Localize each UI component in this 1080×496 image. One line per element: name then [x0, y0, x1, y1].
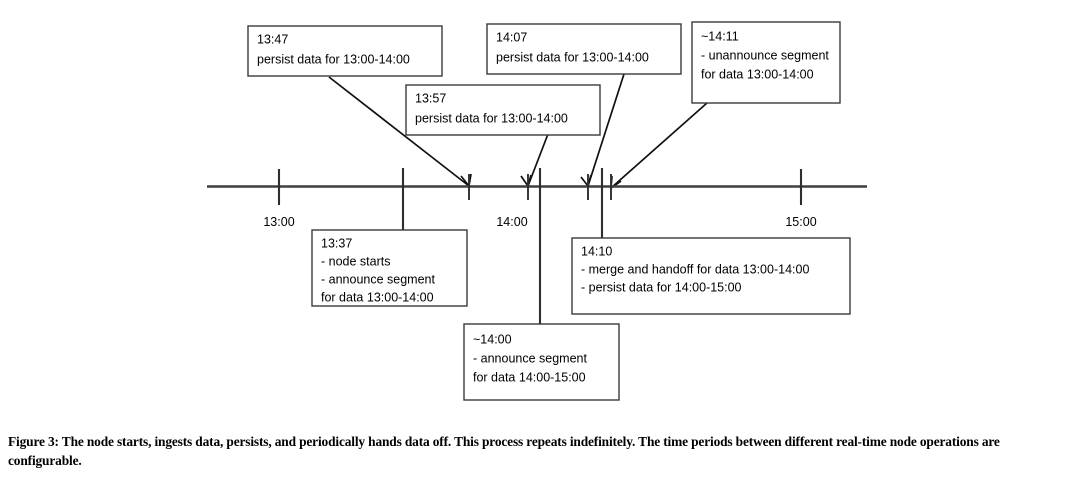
event-box-14-07-line-1: persist data for 13:00-14:00	[496, 50, 649, 64]
event-box-13-47-line-0: 13:47	[257, 32, 288, 46]
event-box-13-47-line-1: persist data for 13:00-14:00	[257, 52, 410, 66]
event-box-13-47[interactable]: 13:47 persist data for 13:00-14:00	[247, 25, 443, 77]
event-box-13-57-line-0: 13:57	[415, 91, 446, 105]
event-box-14-10-line-0: 14:10	[581, 244, 612, 258]
leader-14-11	[610, 102, 708, 189]
event-box-13-57[interactable]: 13:57 persist data for 13:00-14:00	[405, 84, 601, 136]
axis-label-15-00: 15:00	[785, 215, 816, 229]
arrowhead-14-07	[580, 174, 592, 187]
event-box-13-47-frame	[247, 25, 443, 77]
event-box-13-57-line-1: persist data for 13:00-14:00	[415, 111, 568, 125]
event-box-13-37[interactable]: 13:37 - node starts - announce segment f…	[311, 229, 468, 307]
event-box-14-11-line-0: ~14:11	[701, 29, 739, 43]
event-box-14-11-frame	[691, 21, 841, 104]
event-box-14-10-line-1: - merge and handoff for data 13:00-14:00	[581, 262, 809, 276]
leader-13-57	[527, 133, 549, 187]
event-box-14-00[interactable]: ~14:00 - announce segment for data 14:00…	[463, 323, 620, 401]
event-box-14-07-frame	[486, 23, 682, 75]
timeline-ticks	[277, 168, 803, 324]
event-box-13-37-frame	[311, 229, 468, 307]
leader-13-47	[328, 76, 470, 187]
axis-label-13-00: 13:00	[263, 215, 294, 229]
event-box-14-10[interactable]: 14:10 - merge and handoff for data 13:00…	[571, 237, 851, 315]
event-box-14-00-line-1: - announce segment	[473, 351, 587, 365]
event-box-14-00-frame	[463, 323, 620, 401]
event-box-13-37-line-0: 13:37	[321, 236, 352, 250]
event-box-14-00-line-0: ~14:00	[473, 332, 512, 346]
event-box-14-07[interactable]: 14:07 persist data for 13:00-14:00	[486, 23, 682, 75]
axis-label-14-00: 14:00	[496, 215, 527, 229]
event-box-14-07-line-0: 14:07	[496, 30, 527, 44]
leader-14-07	[587, 73, 625, 187]
event-box-14-10-line-2: - persist data for 14:00-15:00	[581, 280, 742, 294]
event-box-14-11-line-1: - unannounce segment	[701, 48, 829, 62]
event-box-13-57-frame	[405, 84, 601, 136]
event-box-14-11[interactable]: ~14:11 - unannounce segment for data 13:…	[691, 21, 841, 104]
event-box-13-37-line-2: - announce segment	[321, 272, 435, 286]
event-box-13-37-line-3: for data 13:00-14:00	[321, 290, 434, 304]
figure-caption: Figure 3: The node starts, ingests data,…	[8, 434, 1000, 469]
event-box-13-37-line-1: - node starts	[321, 254, 390, 268]
event-box-14-10-frame	[571, 237, 851, 315]
timeline-figure: 13:00 14:00 15:00 13:47 persist data for…	[207, 21, 867, 401]
event-box-14-11-line-2: for data 13:00-14:00	[701, 67, 814, 81]
event-box-14-00-line-2: for data 14:00-15:00	[473, 370, 586, 384]
